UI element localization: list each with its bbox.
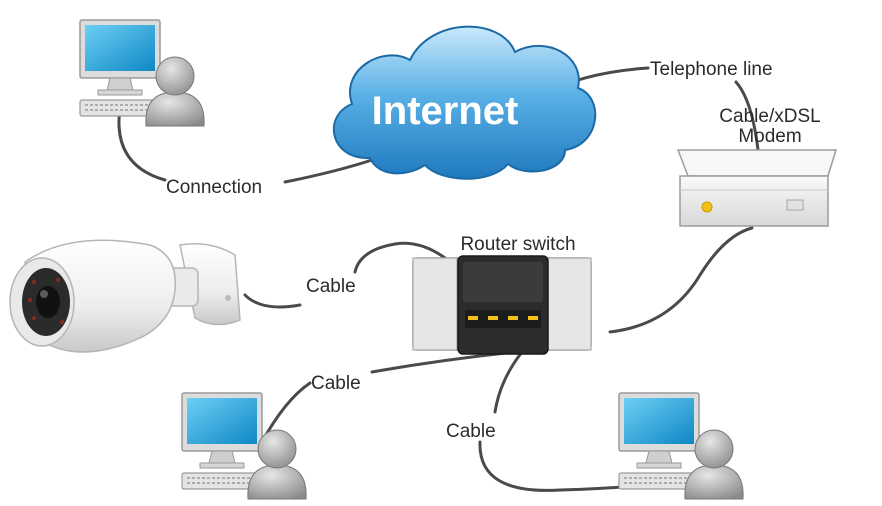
wire-bottom-router [493, 350, 524, 414]
wire-modem-top [734, 80, 760, 152]
cable-left-label: Cable [311, 373, 361, 394]
wire-modem-router [608, 226, 754, 334]
cable-camera-label: Cable [306, 276, 356, 297]
workstation-bottom-right [618, 392, 744, 500]
computer-user-icon [79, 19, 205, 127]
router-switch-label: Router switch [460, 234, 575, 255]
modem-label-line2: Modem [738, 126, 801, 147]
wire-connection [117, 106, 167, 182]
telephone-line-label: Telephone line [650, 59, 773, 80]
router-switch-icon [412, 255, 592, 355]
wire-left-router [370, 350, 517, 374]
wire-router-top [353, 241, 447, 274]
security-camera-icon [9, 239, 241, 353]
modem-icon [676, 149, 838, 227]
internet-cloud: Internet [333, 25, 597, 180]
computer-user-icon [181, 392, 307, 500]
wire-connection-cloud [283, 158, 374, 184]
workstation-bottom-left [181, 392, 307, 500]
internet-label: Internet [372, 89, 519, 133]
cable-bottom-label: Cable [446, 421, 496, 442]
wire-camera [243, 293, 302, 309]
connection-label: Connection [166, 177, 262, 198]
computer-user-icon [618, 392, 744, 500]
modem-label-line1: Cable/xDSL [719, 106, 820, 127]
workstation-top-left [79, 19, 205, 127]
